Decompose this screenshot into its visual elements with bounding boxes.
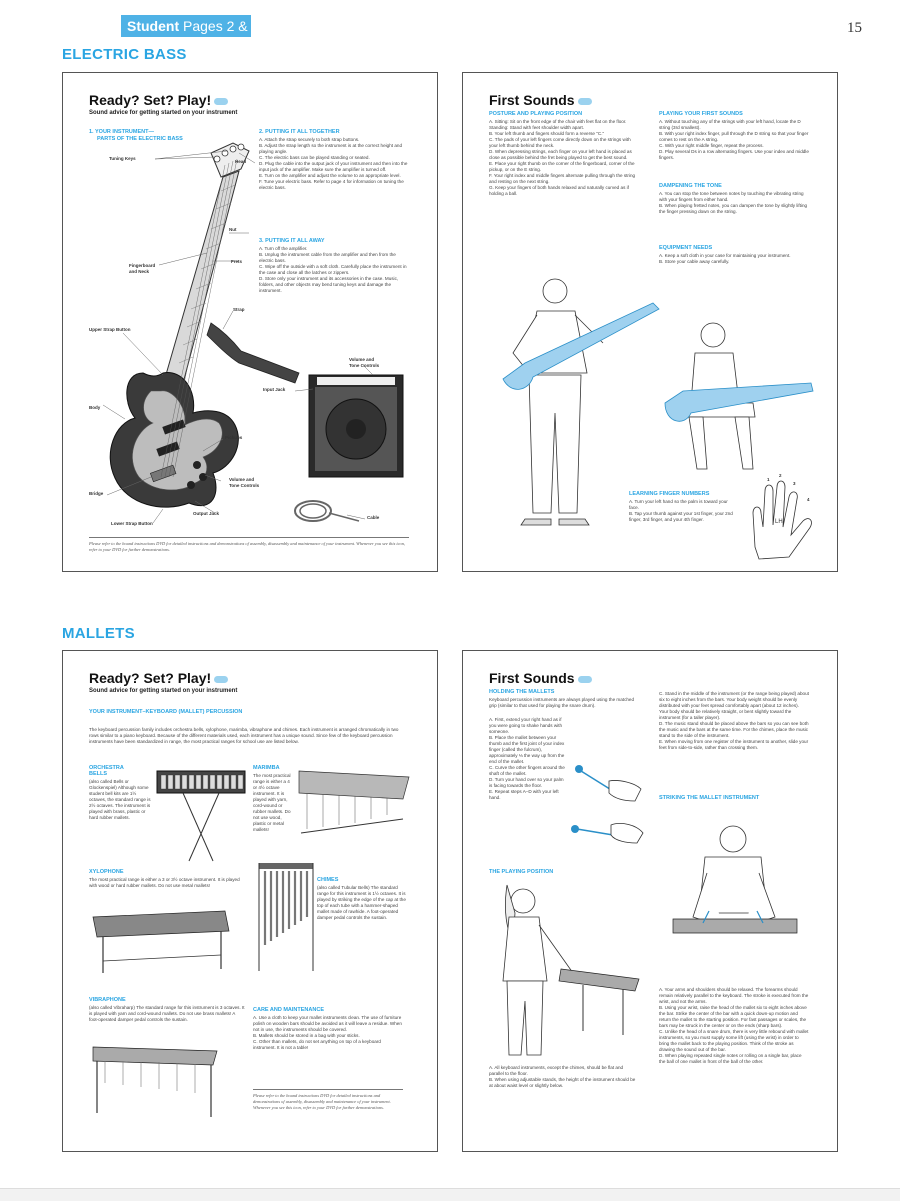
heading-together: 2. PUTTING IT ALL TOGETHER (259, 129, 340, 135)
label-cable: Cable (367, 515, 380, 520)
student-pages-tab: Student Pages 2 & 3 (121, 15, 251, 56)
panel-subtitle: Sound advice for getting started on your… (89, 688, 238, 694)
panel-title-text: Ready? Set? Play! (89, 670, 212, 686)
label-lower-strap-button: Lower Strap Button (111, 521, 153, 526)
label-bridge: Bridge (89, 491, 104, 496)
panel-subtitle: Sound advice for getting started on your… (89, 110, 238, 116)
first-sounds-steps: A. Without touching any of the strings w… (659, 119, 809, 160)
heading-marimba: MARIMBA (253, 765, 280, 771)
chimes-text: (also called Tubular Bells) The standard… (317, 885, 406, 920)
divider (253, 1089, 403, 1090)
section-title-bass: ELECTRIC BASS (62, 46, 187, 63)
label-body: Body (89, 405, 101, 410)
finger-number-4: 4 (807, 497, 810, 502)
heading-keyboard-percussion: YOUR INSTRUMENT–KEYBOARD (MALLET) PERCUS… (89, 709, 243, 715)
label-fingerboard: Fingerboard (129, 263, 156, 268)
panel-title: Ready? Set? Play! (89, 670, 229, 686)
dvd-icon (577, 97, 592, 105)
label-left-hand: LH (775, 519, 783, 525)
label-head: Head (235, 159, 247, 164)
heading-xylophone: XYLOPHONE (89, 869, 124, 875)
percussion-intro: The keyboard percussion family includes … (89, 727, 399, 744)
panel-title: Ready? Set? Play! (89, 92, 229, 108)
page-number: 15 (847, 20, 862, 36)
panel-title-text: Ready? Set? Play! (89, 92, 212, 108)
holding-intro: Keyboard percussion instruments are alwa… (489, 697, 635, 708)
vibraphone-text: (also called Vibraharp) The standard ran… (89, 1005, 245, 1022)
label-amp-volume-1: Volume and (349, 357, 375, 362)
heading-first-sounds: PLAYING YOUR FIRST SOUNDS (659, 111, 743, 117)
tab-bold-label: Student (127, 18, 180, 34)
heading-playing-position: THE PLAYING POSITION (489, 869, 554, 875)
heading-parts: 1. YOUR INSTRUMENT— (89, 129, 154, 135)
section-title-mallets: MALLETS (62, 625, 135, 642)
equipment-steps: A. Keep a soft cloth in your case for ma… (659, 253, 791, 264)
striking-steps: A. Your arms and shoulders should be rel… (659, 987, 809, 1064)
label-output-jack: Output Jack (193, 511, 220, 516)
holding-steps: A. First, extend your right hand as if y… (489, 717, 565, 800)
finger-number-3: 3 (793, 481, 796, 486)
mallet-playing-illustration (502, 765, 798, 1056)
label-pickups: Pickups (225, 435, 243, 440)
dvd-icon (214, 97, 229, 105)
heading-bells: ORCHESTRA BELLS (89, 765, 124, 777)
label-and-neck: and Neck (129, 269, 150, 274)
heading-holding-mallets: HOLDING THE MALLETS (489, 689, 555, 695)
mallet-instruments-illustration (92, 770, 410, 1117)
heading-finger-numbers: LEARNING FINGER NUMBERS (629, 491, 710, 497)
heading-care: CARE AND MAINTENANCE (253, 1007, 324, 1013)
tab-label: Pages 2 & 3 (127, 18, 248, 56)
label-upper-strap-button: Upper Strap Button (89, 327, 131, 332)
heading-vibraphone: VIBRAPHONE (89, 997, 126, 1003)
label-amp-volume-2: Tone Controls (349, 363, 380, 368)
marimba-text: The most practical range is either a 4 o… (253, 773, 291, 832)
xylophone-text: The most practical range is either a 3 o… (89, 877, 240, 888)
dvd-icon (577, 675, 592, 683)
mallets-ready-panel: Ready? Set? Play! Sound advice for getti… (62, 650, 438, 1152)
heading-posture: POSTURE AND PLAYING POSITION (489, 111, 583, 117)
dvd-note: Please refer to the bound instructions D… (89, 541, 406, 552)
label-bass-volume-1: Volume and (229, 477, 255, 482)
playing-position-steps: A. All keyboard instruments, except the … (489, 1065, 636, 1088)
dvd-note: Please refer to the bound instructions D… (253, 1093, 391, 1110)
label-frets: Frets (231, 259, 243, 264)
heading-away: 3. PUTTING IT ALL AWAY (259, 238, 325, 244)
panel-title: First Sounds (489, 92, 592, 108)
panel-title: First Sounds (489, 670, 592, 686)
label-input-jack: Input Jack (263, 387, 286, 392)
finger-number-1: 1 (767, 477, 770, 482)
bass-posture-illustration (502, 278, 814, 560)
stance-steps: C. Stand in the middle of the instrument… (659, 691, 809, 750)
finger-number-2: 2 (779, 473, 782, 478)
divider (89, 537, 409, 538)
heading-chimes: CHIMES (317, 877, 339, 883)
finger-numbers-steps: A. Turn your left hand so the palm is to… (629, 499, 733, 522)
together-steps: A. Attach the strap securely to both str… (259, 137, 408, 190)
bass-ready-panel: Ready? Set? Play! Sound advice for getti… (62, 72, 438, 572)
heading-equipment: EQUIPMENT NEEDS (659, 245, 713, 251)
dvd-icon (214, 675, 229, 683)
bass-first-sounds-panel: First Sounds POSTURE AND PLAYING POSITIO… (462, 72, 838, 572)
dampening-steps: A. You can stop the tone between notes b… (659, 191, 808, 214)
page-footer-band (0, 1188, 900, 1201)
away-steps: A. Turn off the amplifier. B. Unplug the… (259, 246, 407, 293)
bass-guitar-illustration (102, 142, 404, 524)
panel-title-text: First Sounds (489, 670, 575, 686)
heading-dampening: DAMPENING THE TONE (659, 183, 722, 189)
label-bass-volume-2: Tone Controls (229, 483, 260, 488)
label-nut: Nut (229, 227, 237, 232)
heading-striking: STRIKING THE MALLET INSTRUMENT (659, 795, 760, 801)
care-steps: A. Use a cloth to keep your mallet instr… (253, 1015, 402, 1050)
bells-text: (also called Bells or Glockenspiel) Alth… (89, 779, 151, 820)
heading-parts-2: PARTS OF THE ELECTRIC BASS (97, 136, 183, 142)
label-strap: Strap (233, 307, 245, 312)
label-tuning-keys: Tuning Keys (109, 156, 136, 161)
posture-steps: A. Sitting: Sit on the front edge of the… (489, 119, 636, 196)
panel-title-text: First Sounds (489, 92, 575, 108)
mallets-first-sounds-panel: First Sounds HOLDING THE MALLETS Keyboar… (462, 650, 838, 1152)
